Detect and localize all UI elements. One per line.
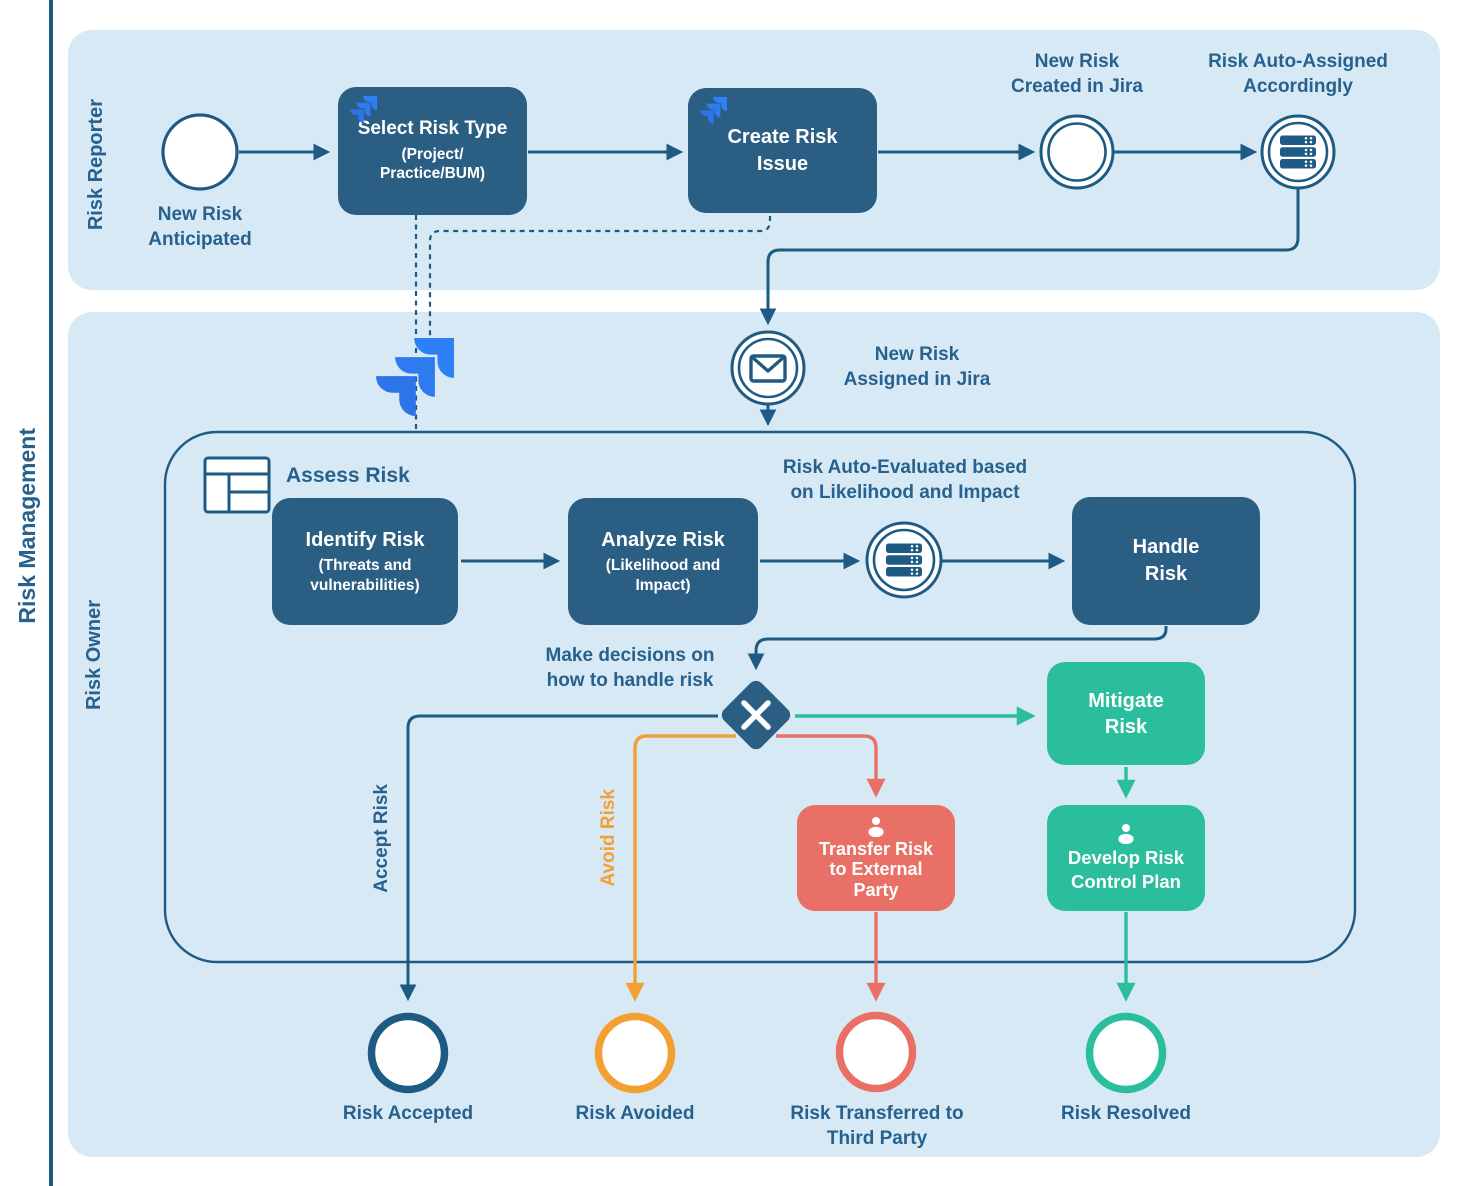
end-label-accepted: Risk Accepted — [342, 1103, 474, 1124]
task-title: Select Risk Type — [357, 118, 508, 140]
task-title: Develop Risk Control Plan — [1067, 847, 1185, 892]
task-mitigate-risk: Mitigate Risk — [1047, 662, 1205, 765]
pool-title: Risk Management — [13, 428, 40, 624]
task-subtitle: (Threats and vulnerabilities) — [310, 557, 420, 594]
jira-icon — [700, 97, 727, 124]
pool-border-line — [49, 0, 53, 1186]
task-subtitle: (Likelihood and Impact) — [605, 557, 721, 594]
task-title: Handle Risk — [1132, 536, 1200, 585]
autoassigned-event-label: Risk Auto-Assigned Accordingly — [1208, 51, 1388, 98]
person-icon — [868, 817, 884, 838]
task-analyze-risk: Analyze Risk (Likelihood and Impact) — [568, 498, 758, 625]
end-label-avoided: Risk Avoided — [575, 1103, 695, 1124]
lane-label-owner-wrap: Risk Owner — [74, 555, 114, 755]
task-identify-risk: Identify Risk (Threats and vulnerabiliti… — [272, 498, 458, 625]
accept-branch-label-wrap: Accept Risk — [362, 738, 402, 938]
autoeval-event-label: Risk Auto-Evaluated based on Likelihood … — [782, 457, 1028, 504]
task-create-risk-issue: Create Risk Issue — [688, 88, 877, 213]
avoid-branch-label-wrap: Avoid Risk — [589, 738, 629, 938]
task-title: Transfer Risk to External Party — [818, 839, 934, 900]
task-handle-risk: Handle Risk — [1072, 497, 1260, 625]
created-event-label: New Risk Created in Jira — [1011, 51, 1143, 98]
accept-branch-label: Accept Risk — [371, 783, 392, 893]
lane-label-risk-owner: Risk Owner — [82, 599, 105, 711]
decision-label: Make decisions on how to handle risk — [545, 645, 715, 692]
task-transfer-risk: Transfer Risk to External Party — [797, 805, 955, 911]
task-develop-risk-control-plan: Develop Risk Control Plan — [1047, 805, 1205, 911]
task-subtitle: (Project/ Practice/BUM) — [379, 146, 486, 183]
lane-risk-owner — [68, 312, 1440, 1157]
mail-event-label: New Risk Assigned in Jira — [843, 344, 991, 391]
end-label-resolved: Risk Resolved — [1061, 1103, 1191, 1124]
start-event-label: New Risk Anticipated — [148, 204, 252, 251]
task-select-risk-type: Select Risk Type (Project/ Practice/BUM) — [338, 87, 527, 215]
assess-risk-group-label: Assess Risk — [286, 464, 410, 487]
task-title: Identify Risk — [305, 529, 425, 552]
person-icon — [1118, 824, 1134, 845]
avoid-branch-label: Avoid Risk — [598, 789, 619, 887]
pool-title-wrap: Risk Management — [6, 426, 48, 626]
task-title: Create Risk Issue — [727, 125, 838, 175]
task-title: Analyze Risk — [601, 529, 725, 552]
jira-icon — [350, 96, 377, 123]
end-label-transferred: Risk Transferred to Third Party — [790, 1103, 964, 1150]
task-title: Mitigate Risk — [1088, 689, 1164, 738]
